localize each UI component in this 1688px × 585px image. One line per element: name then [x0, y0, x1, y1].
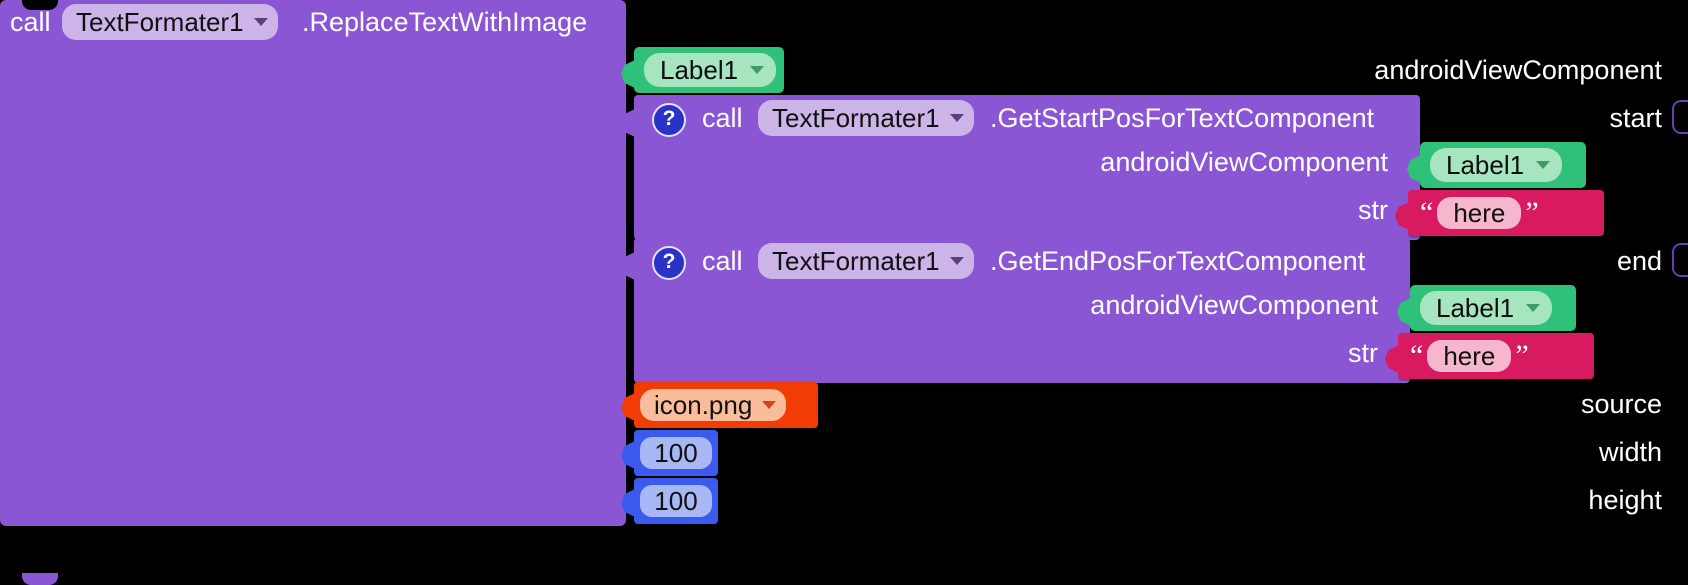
- value-plug-tab: [621, 109, 635, 137]
- value-plug-tab: [1385, 345, 1399, 373]
- chevron-down-icon: [949, 257, 964, 265]
- value-plug-tab: [621, 252, 635, 280]
- value-plug-tab: [1397, 298, 1411, 326]
- asset-dropdown-icon-png[interactable]: icon.png: [640, 389, 787, 421]
- value-plug-tab: [621, 393, 635, 421]
- chevron-down-icon: [949, 114, 964, 122]
- component-dropdown-nested-2[interactable]: TextFormater1: [758, 243, 974, 279]
- param-label-start: start: [1609, 103, 1662, 133]
- block-top-notch: [22, 0, 58, 10]
- param-label-nested-2-androidviewcomponent: androidViewComponent: [1090, 290, 1378, 320]
- method-name-nested-2: .GetEndPosForTextComponent: [990, 246, 1366, 276]
- component-block-label1-nested-2[interactable]: Label1: [1397, 285, 1576, 331]
- string-block-here-1[interactable]: “ here ”: [1395, 190, 1604, 236]
- string-field-here-2[interactable]: here: [1427, 340, 1512, 372]
- number-field-width[interactable]: 100: [640, 437, 712, 469]
- component-dropdown-label1-nested-1[interactable]: Label1: [1430, 148, 1563, 182]
- param-label-height: height: [1588, 485, 1662, 515]
- string-block-here-2[interactable]: “ here ”: [1385, 333, 1594, 379]
- component-dropdown-label1-nested-2-label: Label1: [1436, 293, 1515, 323]
- chevron-down-icon: [253, 18, 268, 26]
- param-label-nested-2-str: str: [1348, 338, 1378, 368]
- param-label-nested-1-str: str: [1358, 195, 1388, 225]
- param-label-nested-1-androidviewcomponent: androidViewComponent: [1100, 147, 1388, 177]
- value-plug-tab: [621, 441, 635, 469]
- value-plug-tab: [1395, 202, 1409, 230]
- string-field-here-1[interactable]: here: [1437, 197, 1522, 229]
- component-dropdown-label1-nested-2[interactable]: Label1: [1420, 291, 1553, 325]
- quote-open-icon: “: [1420, 196, 1434, 229]
- param-label-androidviewcomponent: androidViewComponent: [1374, 55, 1662, 85]
- quote-close-icon: ”: [1515, 339, 1529, 372]
- socket-end[interactable]: [1672, 243, 1688, 277]
- component-dropdown-nested-2-label: TextFormater1: [772, 246, 940, 276]
- quote-open-icon: “: [1410, 339, 1424, 372]
- value-plug-tab: [621, 60, 635, 88]
- socket-start[interactable]: [1672, 100, 1688, 134]
- chevron-down-icon: [1536, 161, 1551, 169]
- method-name-main: .ReplaceTextWithImage: [302, 7, 588, 37]
- call-keyword: call: [10, 7, 51, 37]
- component-block-label1-top[interactable]: Label1: [621, 47, 784, 93]
- component-dropdown-nested-1[interactable]: TextFormater1: [758, 100, 974, 136]
- component-dropdown-nested-1-label: TextFormater1: [772, 103, 940, 133]
- asset-dropdown-icon-png-label: icon.png: [654, 390, 753, 420]
- method-name-nested-1: .GetStartPosForTextComponent: [990, 103, 1375, 133]
- param-label-width: width: [1598, 437, 1662, 467]
- call-keyword-nested-1: call: [702, 103, 743, 133]
- param-label-source: source: [1580, 389, 1662, 419]
- quote-close-icon: ”: [1525, 196, 1539, 229]
- question-mark-icon[interactable]: ?: [652, 246, 686, 280]
- component-dropdown-main[interactable]: TextFormater1: [62, 4, 278, 40]
- call-getendpos-block[interactable]: ? call TextFormater1 .GetEndPosForTextCo…: [621, 238, 1410, 383]
- number-block-width[interactable]: 100: [621, 430, 718, 476]
- component-block-label1-nested-1[interactable]: Label1: [1407, 142, 1586, 188]
- asset-block-icon-png[interactable]: icon.png: [621, 382, 818, 428]
- value-plug-tab: [621, 489, 635, 517]
- component-dropdown-label1-nested-1-label: Label1: [1446, 150, 1525, 180]
- block-bottom-tab: [22, 573, 58, 585]
- number-block-height[interactable]: 100: [621, 478, 718, 524]
- call-getstartpos-block[interactable]: ? call TextFormater1 .GetStartPosForText…: [621, 95, 1420, 240]
- question-mark-icon[interactable]: ?: [652, 103, 686, 137]
- param-label-end: end: [1616, 246, 1662, 276]
- chevron-down-icon: [750, 66, 765, 74]
- call-keyword-nested-2: call: [702, 246, 743, 276]
- value-plug-tab: [1407, 155, 1421, 183]
- component-dropdown-main-label: TextFormater1: [76, 7, 244, 37]
- chevron-down-icon: [762, 401, 777, 409]
- component-dropdown-label1-top[interactable]: Label1: [644, 53, 777, 87]
- component-dropdown-label1-top-label: Label1: [660, 55, 739, 85]
- chevron-down-icon: [1526, 304, 1541, 312]
- number-field-height[interactable]: 100: [640, 485, 712, 517]
